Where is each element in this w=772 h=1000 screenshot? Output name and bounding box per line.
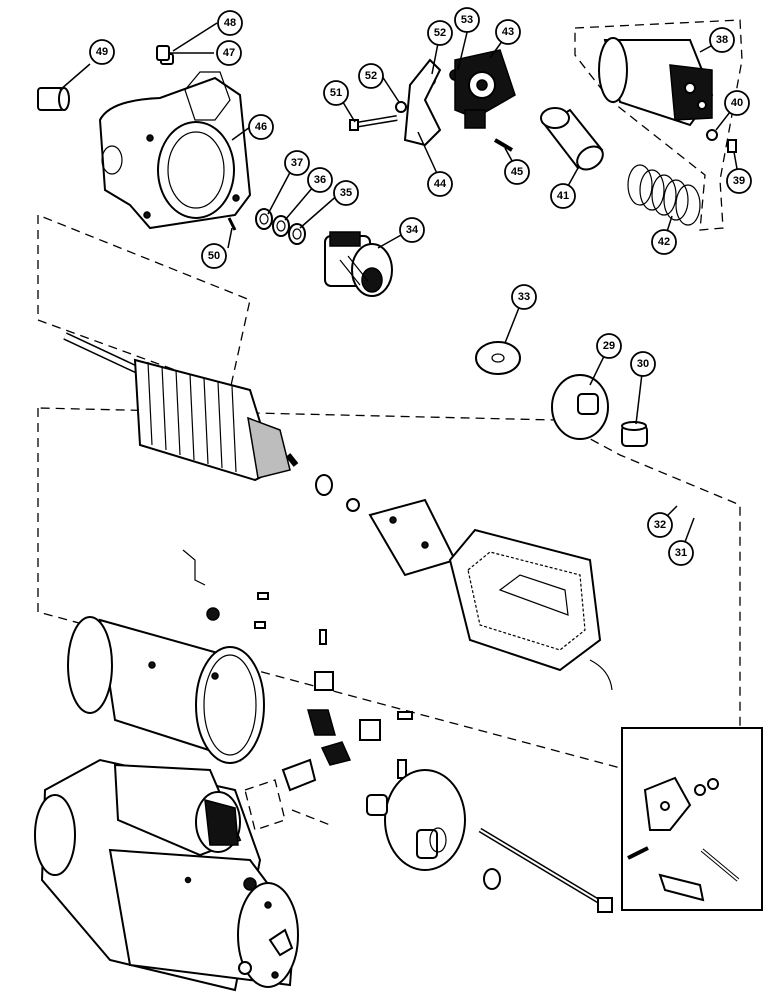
- callout-29: 29: [596, 333, 622, 359]
- callout-45: 45: [504, 159, 530, 185]
- callout-label: 35: [340, 187, 352, 199]
- callout-label: 44: [434, 178, 447, 190]
- return-spring: [627, 164, 701, 226]
- through-bolt: [478, 827, 613, 913]
- callout-label: 33: [518, 291, 530, 303]
- callout-label: 43: [502, 26, 514, 38]
- callout-label: 32: [654, 519, 666, 531]
- bushing-30: [621, 421, 648, 447]
- callout-47: 47: [216, 40, 242, 66]
- bushing: [37, 87, 70, 111]
- screw-c: [319, 629, 327, 645]
- callout-52a: 52: [358, 63, 384, 89]
- callout-label: 42: [658, 236, 670, 248]
- callout-53: 53: [454, 7, 480, 33]
- callout-label: 34: [406, 224, 419, 236]
- inset-detail: [621, 727, 763, 911]
- callout-label: 40: [731, 97, 743, 109]
- washer-52a: [395, 101, 407, 113]
- callout-label: 39: [733, 175, 745, 187]
- pin-45: [493, 138, 514, 152]
- callout-38: 38: [709, 27, 735, 53]
- callout-35: 35: [333, 180, 359, 206]
- callout-label: 52: [365, 70, 377, 82]
- thrust-washer: [315, 474, 333, 496]
- callout-label: 30: [637, 358, 649, 370]
- screw-d: [397, 711, 413, 720]
- callout-label: 52: [434, 27, 446, 39]
- brush-holder-a: [314, 671, 334, 691]
- pole-shoe: [368, 498, 457, 577]
- callout-label: 47: [223, 47, 235, 59]
- solenoid-group-outline: [574, 19, 743, 231]
- callout-label: 38: [716, 34, 728, 46]
- callout-label: 53: [461, 14, 473, 26]
- callout-39: 39: [726, 168, 752, 194]
- callout-40: 40: [724, 90, 750, 116]
- commutator-end-frame: [384, 769, 466, 871]
- solenoid: [598, 37, 714, 127]
- brush-a: [320, 741, 352, 766]
- callout-42: 42: [651, 229, 677, 255]
- plunger-housing: [454, 49, 516, 129]
- pin: [227, 217, 237, 231]
- callout-30: 30: [630, 351, 656, 377]
- armature: [63, 332, 299, 482]
- oil-wick: [156, 45, 170, 61]
- drive-assembly: [324, 231, 393, 297]
- callout-34: 34: [399, 217, 425, 243]
- callout-label: 48: [224, 17, 236, 29]
- field-coils: [448, 528, 613, 691]
- callout-label: 49: [96, 46, 108, 58]
- callout-label: 36: [314, 174, 326, 186]
- washer-screw: [346, 498, 360, 512]
- assembled-starter: [34, 758, 299, 992]
- plug-b: [483, 868, 501, 890]
- washer-33: [475, 341, 521, 375]
- callout-label: 37: [291, 157, 303, 169]
- callout-label: 29: [603, 340, 615, 352]
- callout-label: 41: [557, 190, 569, 202]
- callout-46: 46: [248, 114, 274, 140]
- plunger: [540, 107, 604, 171]
- callout-50: 50: [201, 243, 227, 269]
- callout-32: 32: [647, 512, 673, 538]
- bushing-b: [366, 794, 388, 816]
- callout-36: 36: [307, 167, 333, 193]
- callout-52b: 52: [427, 20, 453, 46]
- bolt-e: [397, 759, 407, 779]
- terminal-strap: [182, 549, 206, 586]
- callout-43: 43: [495, 19, 521, 45]
- callout-44: 44: [427, 171, 453, 197]
- screw-b: [254, 621, 266, 629]
- callout-label: 50: [208, 250, 220, 262]
- spring-clip: [281, 758, 317, 792]
- shift-lever: [403, 58, 442, 147]
- callout-51: 51: [323, 80, 349, 106]
- callout-48: 48: [217, 10, 243, 36]
- bolt: [349, 115, 398, 131]
- callout-label: 51: [330, 87, 342, 99]
- field-frame: [67, 616, 265, 764]
- callout-31: 31: [668, 540, 694, 566]
- callout-label: 31: [675, 547, 687, 559]
- grommet: [206, 607, 220, 621]
- insulator: [291, 809, 331, 826]
- callout-49: 49: [89, 39, 115, 65]
- callout-37: 37: [284, 150, 310, 176]
- thrust-washers: [255, 208, 306, 245]
- brush-plate: [359, 719, 381, 741]
- callout-label: 45: [511, 166, 523, 178]
- nut-40: [706, 129, 718, 141]
- brush-holder-b: [307, 709, 336, 736]
- commutator-end-plate: [551, 374, 609, 440]
- callout-41: 41: [550, 183, 576, 209]
- screw-39: [727, 139, 737, 153]
- callout-label: 46: [255, 121, 267, 133]
- bracket: [244, 779, 286, 831]
- drive-housing: [98, 71, 252, 230]
- callout-33: 33: [511, 284, 537, 310]
- screw-a: [257, 592, 269, 600]
